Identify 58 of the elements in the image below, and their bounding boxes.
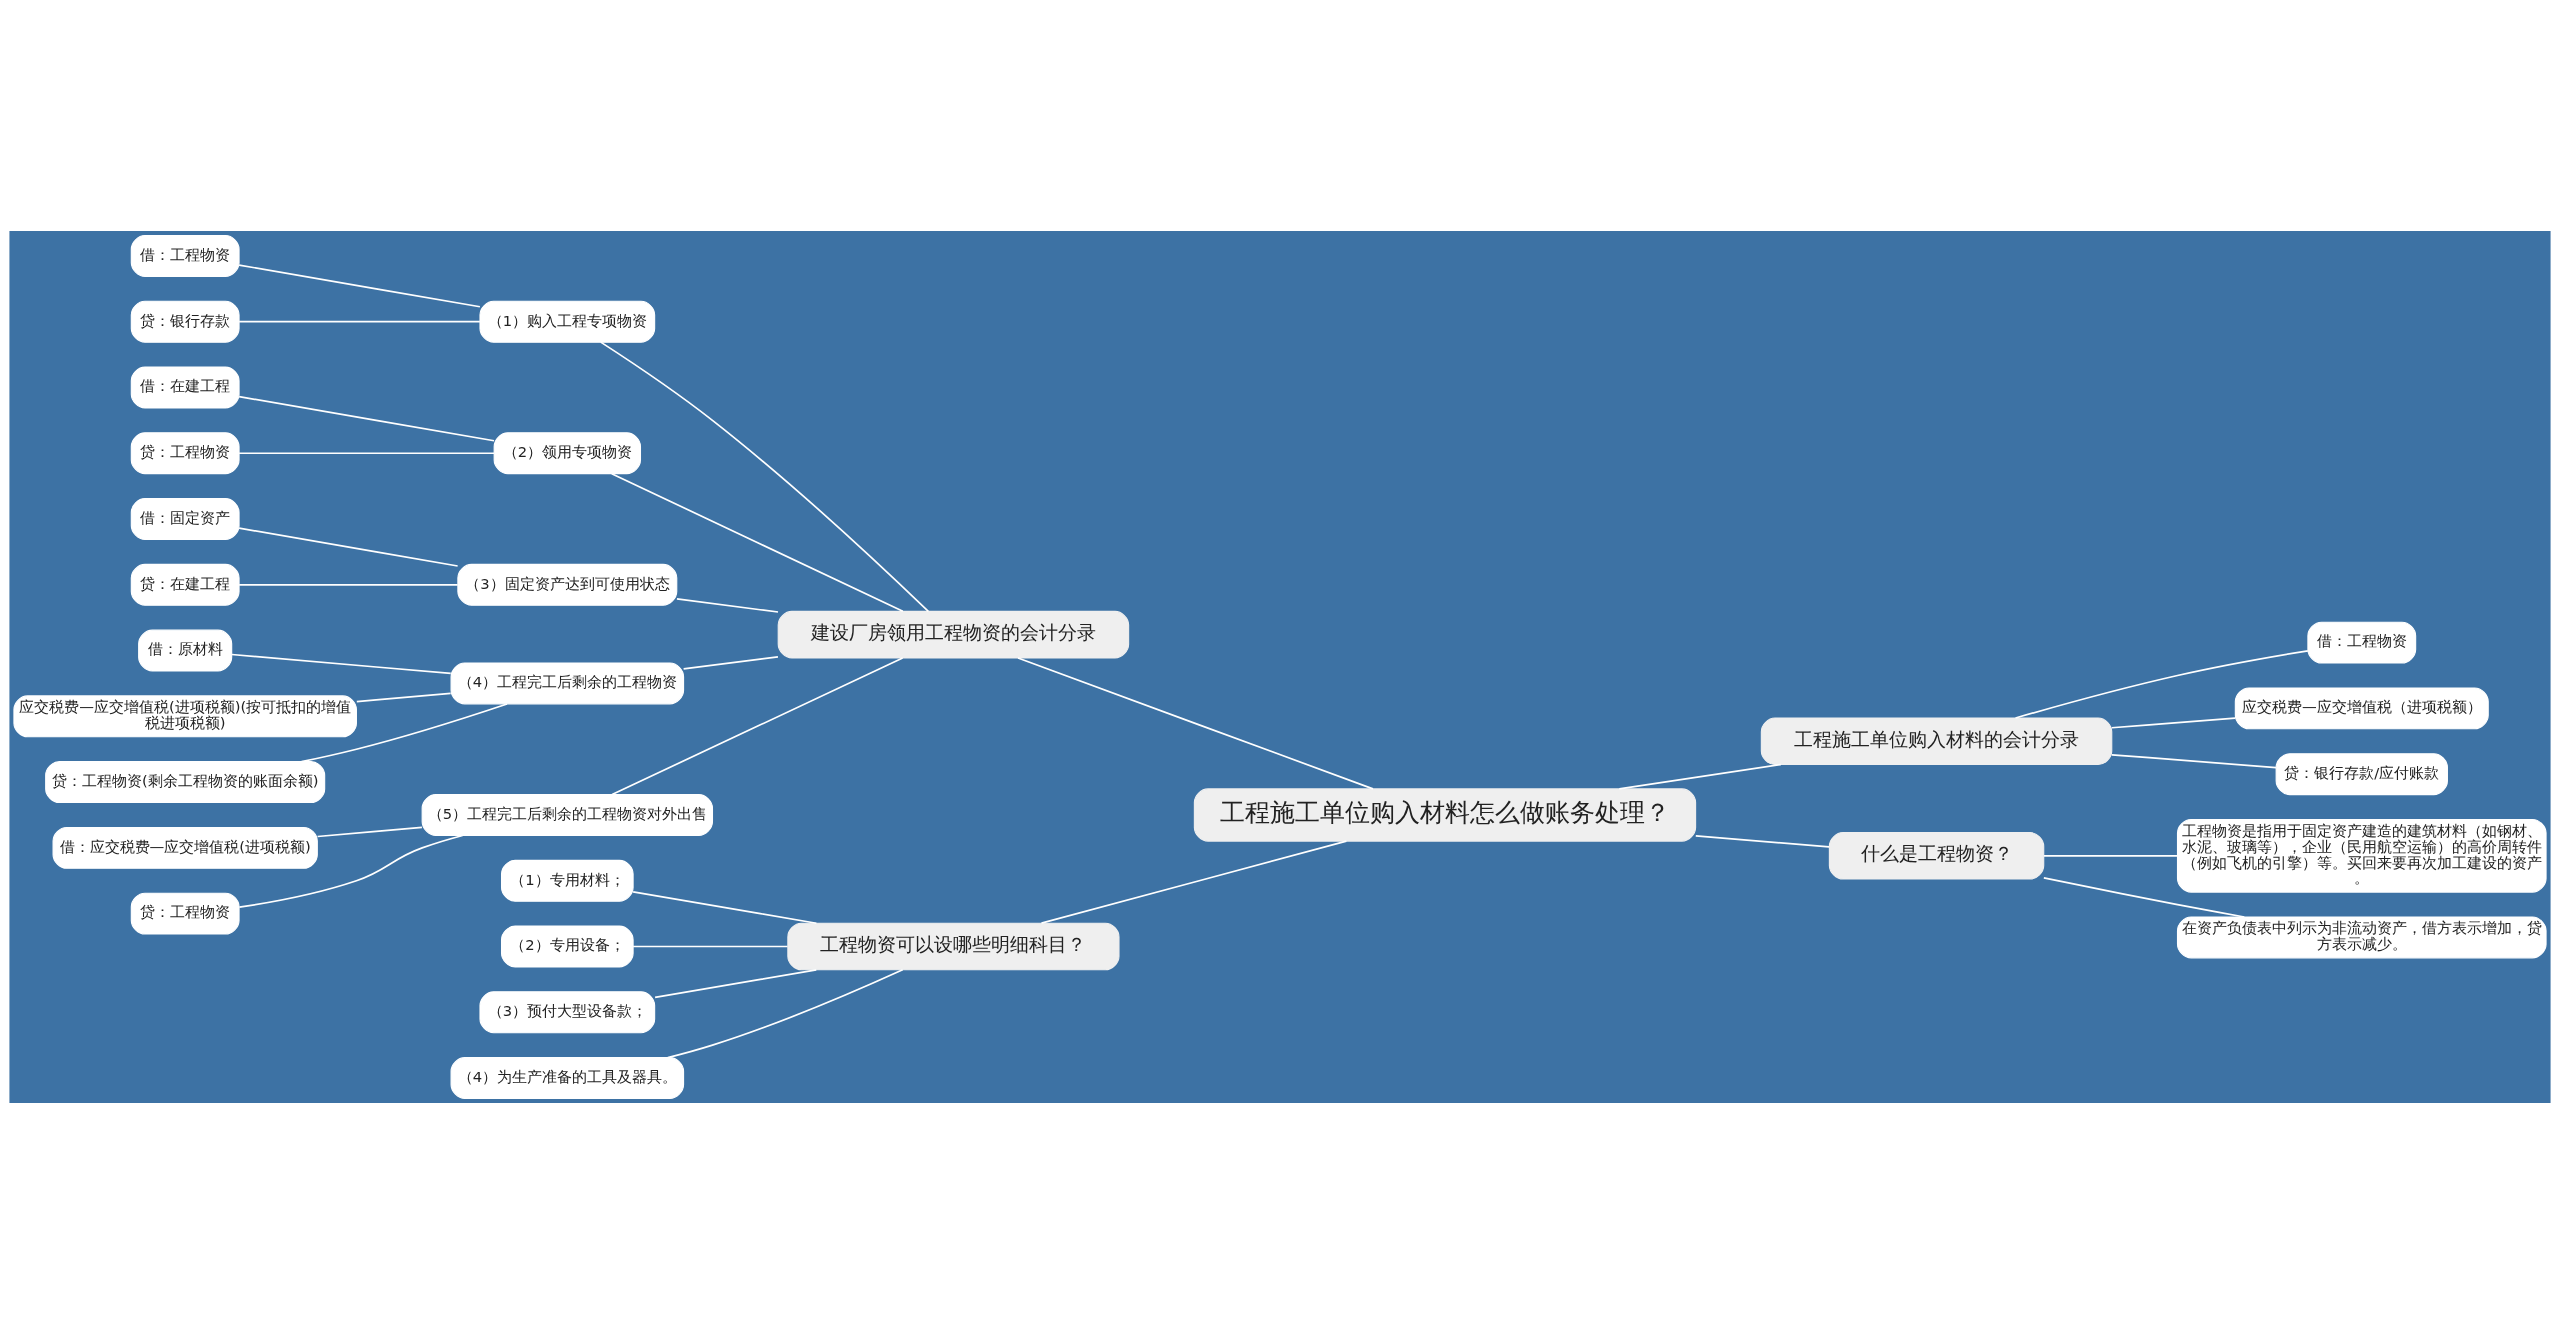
connector — [230, 653, 452, 675]
connector — [1040, 840, 1348, 924]
node-box: 工程物资可以设哪些明细科目？ — [787, 922, 1120, 971]
node-box: 借：工程物资 — [130, 234, 240, 277]
node-box: 应交税费—应交增值税（进项税额） — [2234, 687, 2489, 730]
connector — [316, 826, 423, 838]
connector — [2043, 854, 2179, 857]
connector — [1017, 657, 1374, 790]
connector — [2014, 649, 2309, 719]
node-box: 借：工程物资 — [2307, 621, 2417, 664]
connector — [632, 945, 789, 948]
connector — [632, 891, 818, 925]
node-box: 贷：银行存款/应付账款 — [2275, 753, 2448, 796]
connector — [355, 692, 452, 703]
connector — [676, 598, 779, 613]
connector — [238, 834, 464, 908]
connector — [238, 583, 459, 586]
connector — [610, 472, 904, 613]
node-box: 借：在建工程 — [130, 366, 240, 409]
node-box: 贷：工程物资(剩余工程物资的账面余额) — [45, 761, 326, 804]
node-box: 借：固定资产 — [130, 498, 240, 540]
connector — [1694, 834, 1830, 848]
node-box: （1）专用材料； — [501, 859, 634, 902]
node-box: 工程施工单位购入材料的会计分录 — [1760, 717, 2113, 766]
node-box: 工程施工单位购入材料怎么做账务处理？ — [1193, 788, 1697, 842]
connector — [300, 703, 508, 763]
node-box: 什么是工程物资？ — [1828, 832, 2045, 880]
connector — [611, 657, 904, 796]
connector — [238, 395, 495, 442]
connector — [1618, 763, 1782, 790]
node-box: （4）工程完工后剩余的工程物资 — [450, 662, 685, 705]
connector — [238, 527, 459, 567]
node-box: 贷：工程物资 — [130, 432, 240, 475]
connector — [2111, 753, 2277, 769]
connector — [2111, 717, 2236, 729]
node-box: （3）预付大型设备款； — [479, 991, 656, 1034]
node-box: （4）为生产准备的工具及器具。 — [450, 1057, 685, 1100]
node-box: 借：原材料 — [138, 629, 233, 672]
node-box: （1）购入工程专项物资 — [479, 300, 656, 343]
node-box: （5）工程完工后剩余的工程物资对外出售 — [421, 794, 714, 836]
node-box: 贷：工程物资 — [130, 892, 240, 935]
node-box: 应交税费—应交增值税(进项税额)(按可抵扣的增值税进项税额) — [13, 695, 357, 738]
node-box: 建设厂房领用工程物资的会计分录 — [777, 610, 1130, 659]
connector — [599, 341, 930, 613]
node-box: 工程物资是指用于固定资产建造的建筑材料（如钢材、水泥、玻璃等），企业（民用航空运输）的高价周转件（例如飞机的引擎）等。买回来要再次加工建设的资产。 — [2176, 818, 2547, 893]
connector — [666, 968, 904, 1059]
connector — [238, 320, 481, 323]
connector — [682, 656, 779, 670]
node-box: 借：应交税费—应交增值税(进项税额) — [52, 826, 318, 869]
node-box: 贷：在建工程 — [130, 563, 240, 606]
connector — [654, 968, 818, 999]
connector — [238, 452, 495, 455]
connector — [238, 264, 481, 308]
node-box: （3）固定资产达到可使用状态 — [457, 563, 678, 606]
node-box: （2）领用专项物资 — [493, 432, 642, 475]
node-box: 在资产负债表中列示为非流动资产，借方表示增加，贷方表示减少。 — [2176, 916, 2547, 959]
node-box: （2）专用设备； — [501, 925, 634, 968]
node-box: 贷：银行存款 — [130, 300, 240, 343]
